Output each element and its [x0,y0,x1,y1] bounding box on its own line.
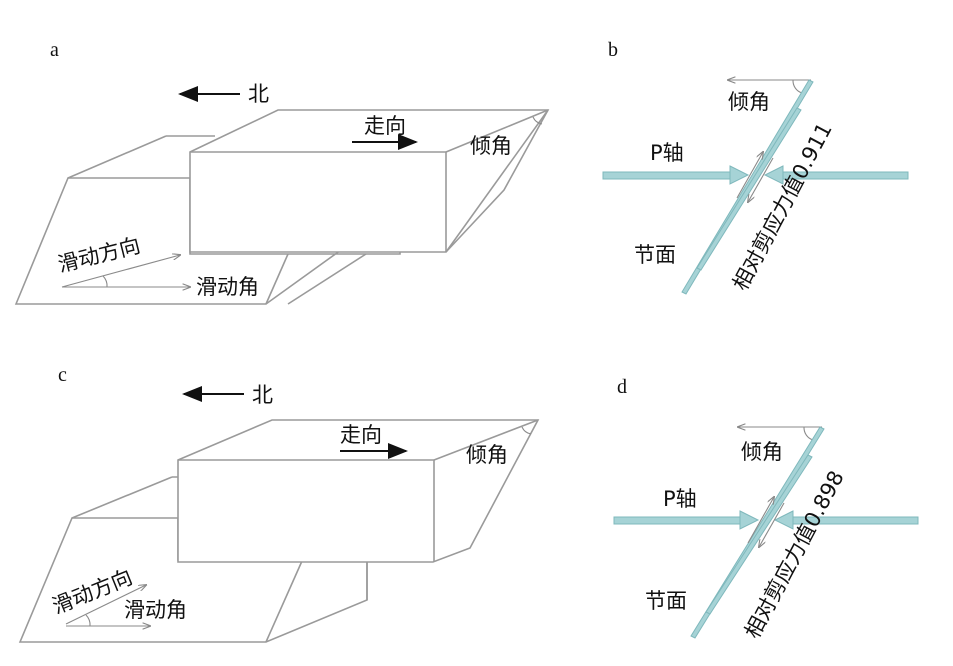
dip-angle-arc-icon [792,79,803,94]
dip-label: 倾角 [470,134,512,158]
rake-label: 滑动角 [196,275,259,299]
shear-arrow-down-icon [759,502,785,547]
strike-label: 走向 [364,114,406,138]
panel-b: b 倾角 P轴 节面 相对剪应力值0.911 [602,39,909,295]
shear-arrow-up-icon [747,497,774,544]
footwall-top-edge [71,476,173,519]
dip-label: 倾角 [741,440,783,464]
panel-label-c: c [58,364,67,386]
panel-label-a: a [50,39,59,61]
hangingwall-right-top [433,419,539,461]
dip-angle-arc-icon [532,116,543,125]
north-label: 北 [248,82,269,106]
footwall-front-edge [265,253,289,305]
rake-angle-arc-icon [102,275,108,288]
p-axis-left-bar [613,516,743,525]
p-axis-left-arrow-icon [729,165,750,185]
panel-c: c 北 走向 倾角 滑动方向 滑动角 [18,364,540,643]
hangingwall-right-edge [445,109,549,253]
footwall-block [14,177,401,305]
hangingwall-block [189,109,550,253]
shear-arrow-up-icon [736,152,763,199]
north-label: 北 [252,383,273,407]
panel-a: a 北 走向 倾角 滑动方向 滑动角 [14,39,550,305]
dip-label: 倾角 [466,443,508,467]
panel-label-b: b [608,39,618,61]
p-axis-right-arrow-icon [773,510,794,530]
rake-angle-arc-icon [85,614,91,627]
rake-label: 滑动角 [124,598,187,622]
footwall-top-edge [67,135,167,179]
footwall-front-edge [265,560,303,643]
nodal-plane-bar-secondary [696,107,802,271]
p-axis-label: P轴 [663,487,697,511]
dip-angle-arc-icon [521,426,532,435]
footwall-side-edge [287,253,367,305]
dip-label: 倾角 [728,90,770,114]
nodal-plane-label: 节面 [645,589,687,613]
p-axis-left-arrow-icon [739,510,760,530]
hangingwall-right-top [445,109,549,153]
slip-direction-arrow-icon [65,585,146,625]
p-axis-right-arrow-icon [763,165,784,185]
p-axis-left-bar [602,171,734,180]
shear-arrow-down-icon [748,157,774,202]
p-axis-label: P轴 [650,141,684,165]
shear-stress-label: 相对剪应力值0.898 [740,467,849,643]
slip-direction-arrow-icon [61,255,180,288]
dip-angle-arc-icon [803,426,814,441]
nodal-plane-label: 节面 [634,243,676,267]
hangingwall-block [177,419,540,563]
panel-label-d: d [617,376,627,398]
nodal-plane-bar-secondary [705,454,813,615]
panel-d: d 倾角 P轴 节面 相对剪应力值0.898 [613,376,919,643]
strike-label: 走向 [340,423,382,447]
shear-stress-label: 相对剪应力值0.911 [728,119,837,295]
